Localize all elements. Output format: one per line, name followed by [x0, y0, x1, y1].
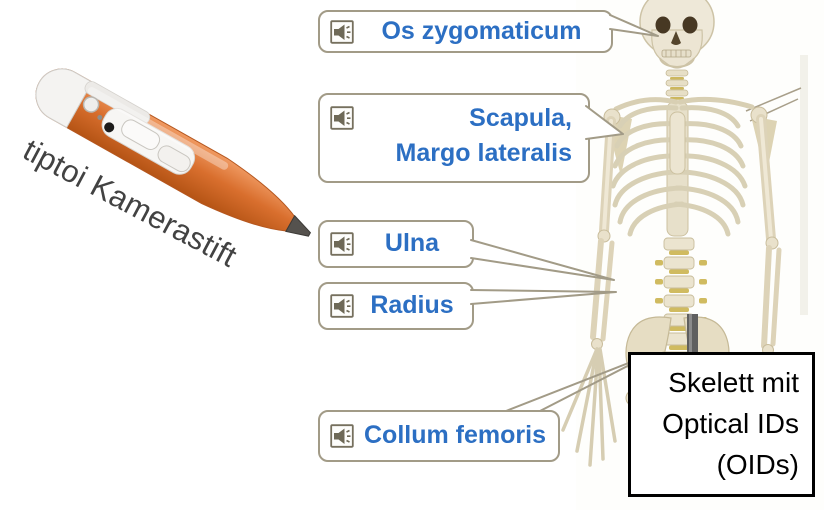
pen-audio-jack [104, 122, 115, 133]
stand-pole-graphic [687, 314, 698, 362]
right-arm-graphic [750, 106, 782, 356]
info-line: Skelett mit [668, 367, 799, 398]
pen-tip [285, 214, 312, 237]
pen-play-button [157, 145, 191, 173]
pen-cap [35, 68, 93, 129]
callout-label: Scapula,Margo lateralis [395, 104, 572, 167]
audio-speaker-icon[interactable] [330, 424, 354, 448]
info-line: Optical IDs [662, 408, 799, 439]
pen-volume-button [121, 119, 161, 150]
callout-collum-femoris: Collum femoris [318, 410, 560, 462]
audio-speaker-icon[interactable] [330, 19, 354, 44]
audio-speaker-icon[interactable] [330, 106, 354, 130]
callout-radius: Radius [318, 282, 474, 330]
callout-os-zygomaticum: Os zygomaticum [318, 10, 613, 53]
callout-scapula-margo-lateralis: Scapula,Margo lateralis [318, 93, 590, 183]
pen-power-button [82, 96, 100, 113]
callout-label: Os zygomaticum [381, 16, 582, 45]
audio-speaker-icon[interactable] [330, 232, 354, 256]
callout-label: Collum femoris [364, 421, 546, 450]
callout-label: Ulna [384, 229, 440, 258]
neck-vertebrae-graphic [665, 69, 689, 100]
info-box-skelett-oids: Skelett mit Optical IDs (OIDs) [628, 352, 815, 497]
callout-ulna: Ulna [318, 220, 474, 268]
audio-speaker-icon[interactable] [330, 294, 354, 318]
pen-led [97, 114, 103, 120]
info-line: (OIDs) [716, 449, 799, 480]
callout-label: Radius [370, 291, 454, 320]
